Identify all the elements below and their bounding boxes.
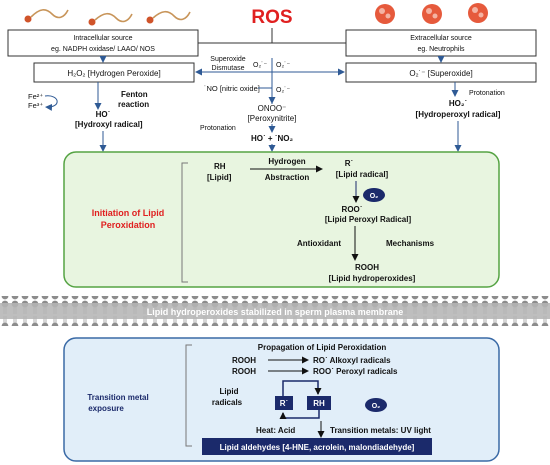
peroxynitrite-name: [Peroxynitrite] [248,114,297,123]
neutrophil-icon [375,4,395,24]
intracellular-source-box [7,29,199,57]
sperm-icon [88,12,133,26]
membrane-label-band [0,303,550,319]
antioxidant-label: Antioxidant [297,239,341,248]
superoxide-formula: O₂˙⁻ [276,86,290,94]
lipid-box-label: RH [313,399,325,408]
hydrogen-peroxide-box [33,62,195,83]
transition-metal-line1: Transition metal [87,393,148,402]
initiation-title-line2: Peroxidation [101,220,156,230]
lipid-aldehydes-box [202,438,432,455]
lipid-radical-box [275,396,293,410]
oxygen-badge-label: O₂ [370,193,379,200]
sod-label-line1: Superoxide [210,56,246,63]
neutrophil-icon [422,4,442,24]
membrane-label: Lipid hydroperoxides stabilized in sperm… [147,307,404,317]
rooh-label: ROOH [232,356,256,365]
superoxide-label: O₂˙⁻ [Superoxide] [409,69,472,78]
bracket [181,162,188,283]
bracket [185,344,192,447]
rh-label: RH [214,162,226,171]
protonation-label-left: Protonation [200,125,236,132]
sperm-icon [24,9,69,23]
intracellular-line2: eg. NADPH oxidase/ LAAO/ NOS [51,46,155,53]
ros-title: ROS [251,7,292,28]
cycle-arrow [279,410,320,419]
lipid-label: [Lipid] [207,173,232,182]
lipid-peroxyl-formula: ROO˙ [342,205,363,214]
lipid-box [307,396,331,410]
extracellular-source-box [345,29,537,57]
alkoxyl-radicals-label: RO˙ Alkoxyl radicals [313,356,391,365]
oxygen-badge [365,398,387,412]
propagation-title: Propagation of Lipid Peroxidation [258,343,387,352]
superoxide-formula: O₂˙⁻ [276,61,290,69]
mechanisms-label: Mechanisms [386,239,435,248]
fenton-curved-arrow [44,95,58,111]
hydrogen-peroxide-label: H₂O₂ [Hydrogen Peroxide] [67,69,160,78]
extracellular-line2: eg. Neutrophils [417,46,465,53]
hydroperoxyl-name: [Hydroperoxyl radical] [416,110,501,119]
lipid-radical-formula: R˙ [345,159,353,168]
fenton-line2: reaction [118,100,149,109]
iron-iii-label: Fe³⁺ [28,101,43,110]
iron-ii-label: Fe²⁺ [28,92,43,101]
oxygen-badge-label: O₂ [372,403,381,410]
hydroxyl-formula: HO˙ [96,110,111,119]
intracellular-line1: Intracellular source [73,35,132,42]
abstraction-label: Abstraction [265,173,310,182]
superoxide-formula: O₂˙⁻ [253,61,267,69]
lipid-radicals-line1: Lipid [219,387,238,396]
heat-acid-label: Heat: Acid [256,426,295,435]
lipid-radical-box-label: R˙ [280,399,288,408]
lipid-aldehydes-label: Lipid aldehydes [4-HNE, acrolein, malond… [220,443,415,452]
hydroxyl-nitrogen-dioxide: HO˙ + ˙NO₂ [251,134,293,143]
superoxide-box [345,62,537,83]
rooh-label: ROOH [232,367,256,376]
transition-metal-line2: exposure [88,404,124,413]
oxygen-badge [363,188,385,202]
fenton-line1: Fenton [121,90,148,99]
sperm-icon [146,10,191,24]
initiation-panel [63,151,500,288]
lipid-peroxyl-name: [Lipid Peroxyl Radical] [325,215,412,224]
hydrogen-label: Hydrogen [268,157,305,166]
sod-label-line2: Dismutase [211,65,244,72]
nitric-oxide-label: ˙NO [nitric oxide] [204,84,260,93]
hydroperoxyl-formula: HO₂˙ [449,99,467,108]
extracellular-line1: Extracellular source [410,35,472,42]
neutrophil-icon [468,3,488,23]
peroxyl-radicals-label: ROO˙ Peroxyl radicals [313,367,398,376]
rooh-label: ROOH [355,263,379,272]
peroxynitrite-formula: ONOO⁻ [258,104,287,113]
cycle-arrow [282,380,322,396]
lipid-hydroperoxides-label: [Lipid hydroperoxides] [329,274,416,283]
transition-metals-label: Transition metals: UV light [330,426,431,435]
lipid-radicals-line2: radicals [212,398,243,407]
hydroxyl-name: [Hydroxyl radical] [75,120,143,129]
protonation-label-right: Protonation [469,90,505,97]
lipid-radical-name: [Lipid radical] [336,170,389,179]
initiation-title-line1: Initiation of Lipid [92,208,164,218]
